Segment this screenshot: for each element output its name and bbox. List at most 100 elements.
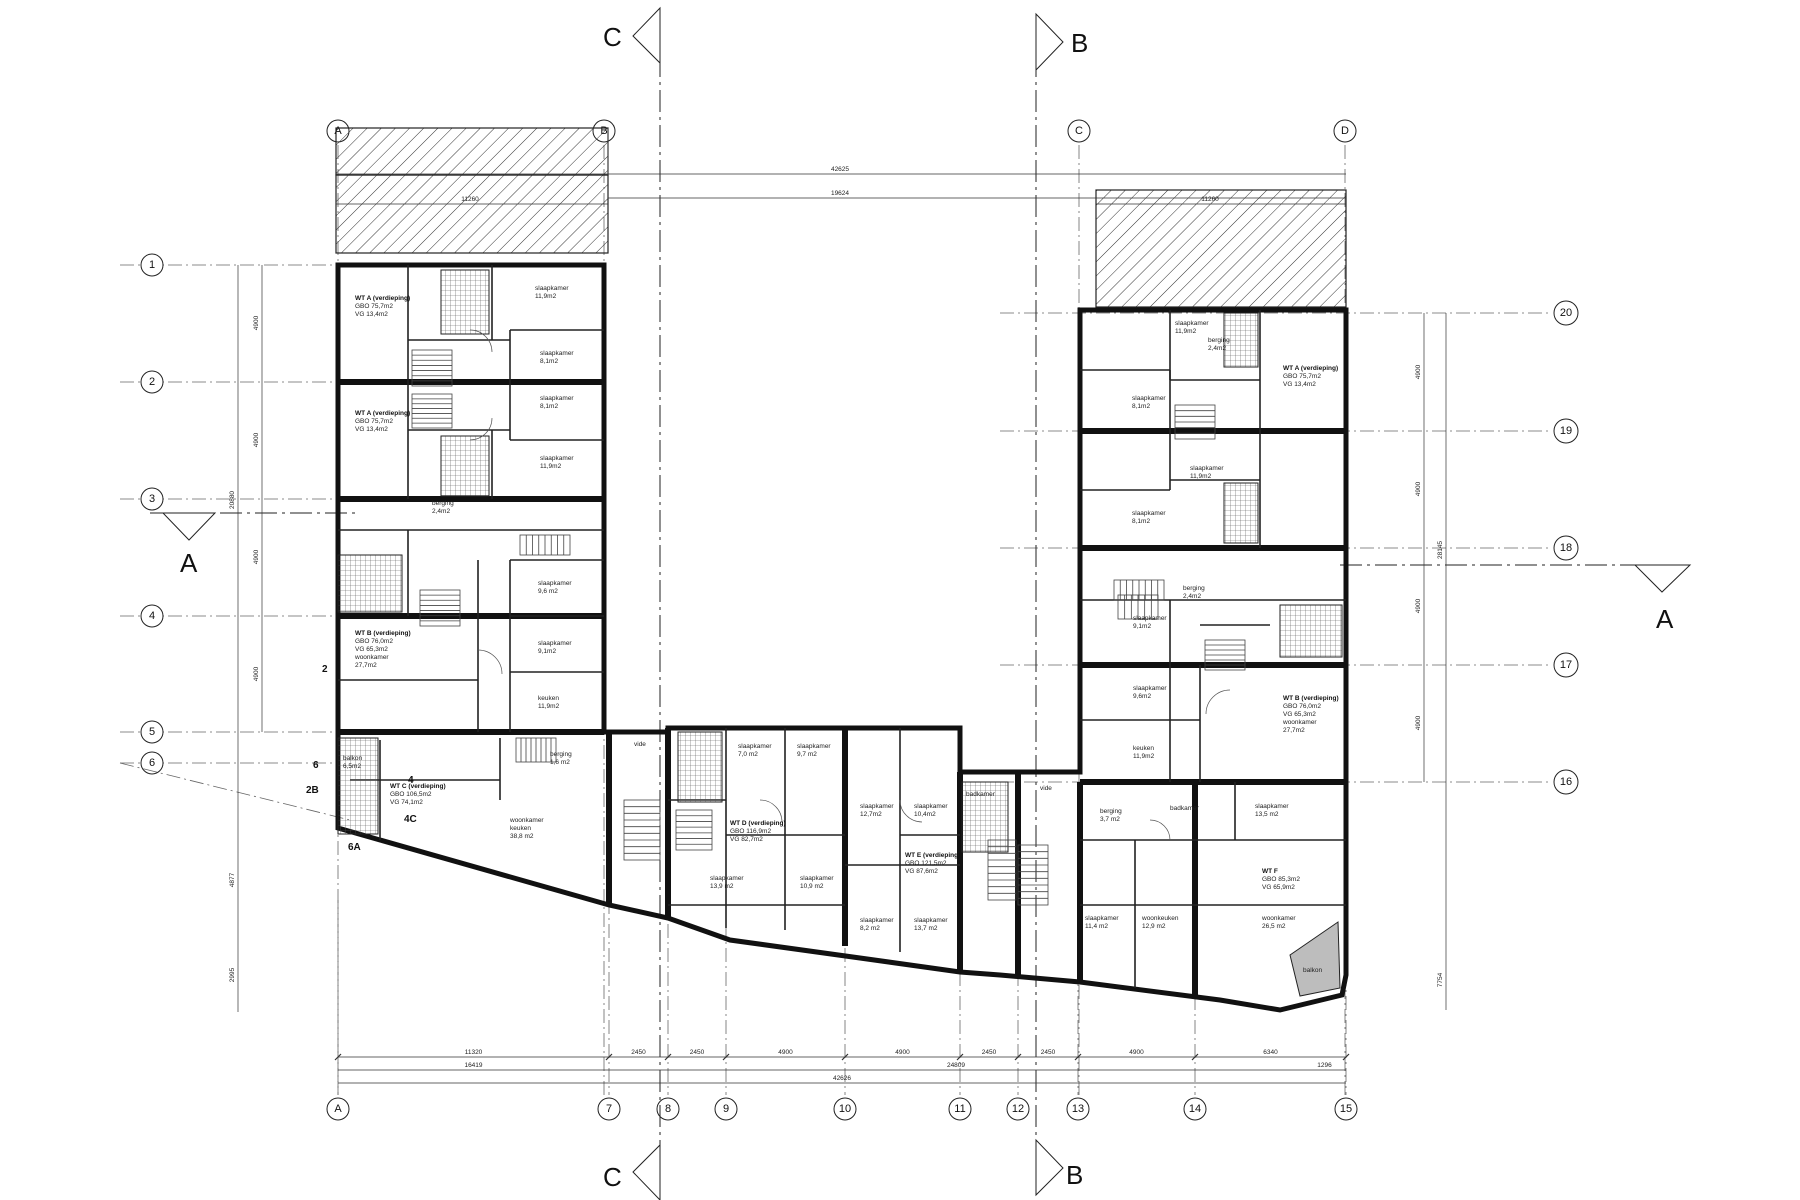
room-label-line: GBO 76,0m2	[355, 638, 393, 645]
room-label-line: slaapkamer	[540, 350, 574, 357]
room-label-line: balkon	[1303, 967, 1323, 974]
room-label-line: slaapkamer	[1133, 685, 1167, 692]
grid-bubble-right-19: 19	[1553, 418, 1579, 444]
room-label-line: 10,4m2	[914, 811, 936, 818]
room-label-line: VG 13,4m2	[355, 426, 388, 433]
room-label-line: 13,9 m2	[710, 883, 734, 890]
dim-right-4: 4900	[1415, 715, 1422, 730]
grid-label-bottom: 8	[665, 1103, 671, 1115]
grid-bubble-left-3: 3	[140, 487, 164, 511]
dim-right-low: 7754	[1437, 972, 1444, 987]
room-label-line: 27,7m2	[355, 662, 377, 669]
bathroom-tile-7	[1223, 482, 1259, 544]
dim-top-mid: 19624	[831, 190, 849, 197]
dim-left-3: 4900	[253, 549, 260, 564]
room-label-line: 1,6 m2	[550, 759, 570, 766]
room-label-line: slaapkamer	[538, 640, 572, 647]
grid-label-bottom: 12	[1012, 1103, 1024, 1115]
grid-label-bottom: A	[334, 1103, 342, 1115]
grid-bubble-right-18: 18	[1553, 535, 1579, 561]
grid-label-right: 18	[1560, 542, 1572, 554]
dim-left-2: 4900	[253, 432, 260, 447]
grid-bubble-right-16: 16	[1553, 769, 1579, 795]
room-labels: slaapkamer11,9m2slaapkamer8,1m2slaapkame…	[343, 285, 1339, 974]
marker-6a: 6A	[348, 842, 361, 853]
room-label-line: WT A (verdieping)	[1283, 365, 1338, 372]
marker-2b: 2B	[306, 785, 319, 796]
room-label-line: slaapkamer	[860, 803, 894, 810]
room-label-line: woonkamer	[1261, 915, 1296, 922]
grid-bubble-top-C: C	[1067, 119, 1091, 143]
marker-4c: 4C	[404, 814, 417, 825]
dim-bottom-seg: 4900	[895, 1049, 910, 1056]
dimensions-top: 42625 19624 11260 11260	[336, 166, 1346, 205]
room-label-line: WT E (verdieping)	[905, 852, 960, 859]
room-label-line: 6,5m2	[343, 763, 361, 770]
room-wtf-bad: badkamer	[1170, 805, 1200, 812]
room-label-line: VG 13,4m2	[1283, 381, 1316, 388]
room-label-line: 2,4m2	[1183, 593, 1201, 600]
room-label-line: slaapkamer	[540, 455, 574, 462]
grid-label-left: 3	[149, 493, 155, 505]
room-label-line: vide	[1040, 785, 1052, 792]
grid-bubble-left-5: 5	[140, 720, 164, 744]
room-label-line: keuken	[1133, 745, 1154, 752]
room-label-line: woonkamer	[354, 654, 389, 661]
room-label-line: badkamer	[966, 791, 996, 798]
room-label-line: 2,4m2	[1208, 345, 1226, 352]
building	[335, 262, 1349, 1013]
room-label-line: berging	[1183, 585, 1205, 592]
grid-label-bottom: 13	[1072, 1103, 1084, 1115]
dim-top-total: 42625	[831, 166, 849, 173]
grid-label-right: 19	[1560, 425, 1572, 437]
dim-right-total: 28145	[1437, 541, 1444, 559]
room-label-line: 26,5 m2	[1262, 923, 1286, 930]
dim-bottom-seg: 2450	[1041, 1049, 1056, 1056]
grid-label-left: 5	[149, 726, 155, 738]
dimensions-right: 4900 4900 4900 4900 28145 7754	[1415, 313, 1447, 1010]
room-label-line: WT F	[1262, 868, 1278, 875]
grid-label-right: 17	[1560, 659, 1572, 671]
room-label-line: slaapkamer	[535, 285, 569, 292]
room-label-line: 11,9m2	[1133, 753, 1155, 760]
dim-right-2: 4900	[1415, 481, 1422, 496]
dim-bottom-row2: 1296	[1317, 1062, 1332, 1069]
room-label-line: keuken	[538, 695, 559, 702]
grid-label-bottom: 7	[606, 1103, 612, 1115]
room-label-line: 9,1m2	[1133, 623, 1151, 630]
room-label-line: berging	[1100, 808, 1122, 815]
room-label-line: slaapkamer	[540, 395, 574, 402]
dim-left-low1: 4877	[229, 872, 236, 887]
bathroom-tile-8	[1279, 604, 1343, 658]
room-label-line: 8,1m2	[540, 403, 558, 410]
balcony-tile-left	[337, 737, 379, 835]
room-label-line: 38,8 m2	[510, 833, 534, 840]
section-b: B B	[1035, 12, 1088, 1197]
bathroom-tile-6	[1223, 312, 1259, 368]
grid-bubble-left-4: 4	[140, 604, 164, 628]
grid-label-left: 6	[149, 757, 155, 769]
room-label-line: VG 65,3m2	[355, 646, 388, 653]
room-label-line: keuken	[510, 825, 531, 832]
grid-label-bottom: 10	[839, 1103, 851, 1115]
grid-bubble-bottom-11: 11	[948, 1097, 972, 1121]
room-label-line: WT C (verdieping)	[390, 783, 446, 790]
section-b-label-bottom: B	[1066, 1160, 1083, 1190]
room-label-line: slaapkamer	[1175, 320, 1209, 327]
room-label-line: 27,7m2	[1283, 727, 1305, 734]
dim-bottom-row2: 24809	[947, 1062, 965, 1069]
room-label-line: 9,6m2	[1133, 693, 1151, 700]
room-label-line: slaapkamer	[797, 743, 831, 750]
